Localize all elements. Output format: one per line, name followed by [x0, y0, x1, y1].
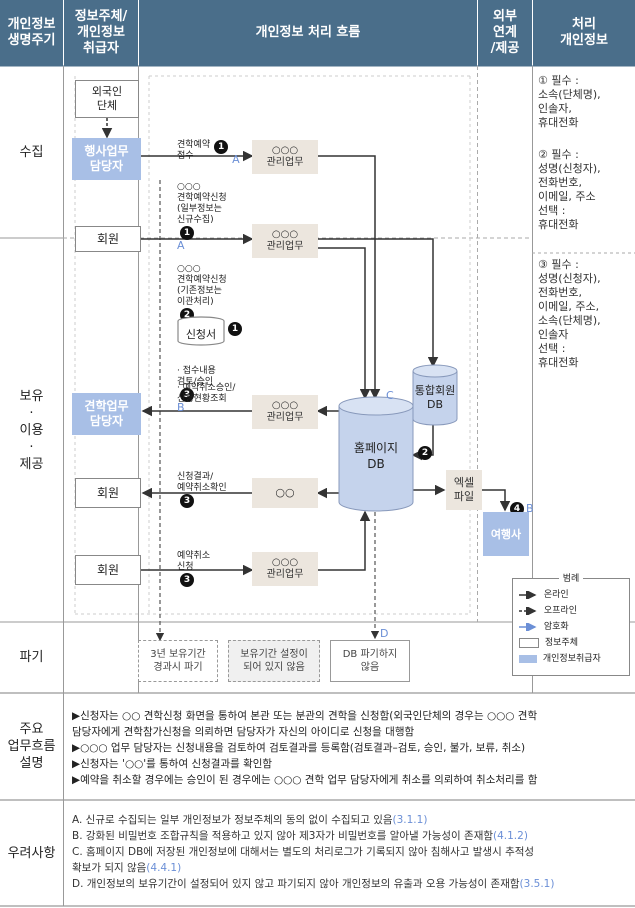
row-label-destroy: 파기	[19, 650, 44, 665]
destroy-box-3year: 3년 보유기간 경과시 파기	[138, 640, 218, 682]
actor-member-3: 회원	[75, 555, 141, 585]
header-lifecycle: 개인정보 생명주기	[0, 0, 63, 66]
row-label-main-flow: 주요 업무흐름 설명	[7, 722, 56, 771]
description-line-3: ▶신청자는 '○○'를 통하여 신청결과를 확인함	[72, 758, 273, 770]
marker-7: 3	[180, 573, 194, 587]
legend-offline: 오프라인	[519, 605, 577, 616]
marker-8: 2	[418, 446, 432, 460]
process-box-2: ○○○ 관리업무	[252, 224, 318, 258]
actor-admin-staff: 행사업무 담당자	[72, 138, 141, 180]
marker-1: 1	[214, 140, 229, 154]
integrated-member-db: 통합회원 DB	[412, 364, 458, 426]
row-label-collect: 수집	[19, 144, 44, 160]
letter-b-1: B	[177, 401, 185, 414]
process-box-5: ○○○ 관리업무	[252, 552, 318, 586]
concern-d: D. 개인정보의 보유기간이 설정되어 있지 않고 파기되지 않아 개인정보의 …	[72, 878, 555, 890]
note-review-approve: · 접수내용 검토/승인 3 B	[177, 366, 216, 414]
legend-encrypt: 암호화	[519, 621, 569, 632]
concern-c: C. 홈페이지 DB에 저장된 개인정보에 대해서는 별도의 처리로그가 기록되…	[72, 846, 535, 874]
actor-foreign-group: 외국인 단체	[75, 80, 139, 118]
letter-c: C	[386, 389, 394, 402]
note-new-collection: ○○○ 견학예약신청 (일부정보는 신규수집) 1 A	[177, 182, 227, 252]
info-group-3: ③ 필수 : 성명(신청자), 전화번호, 이메일, 주소, 소속(단체명), …	[538, 258, 601, 369]
concerns-list: A. 신규로 수집되는 일부 개인정보가 정보주체의 동의 없이 수집되고 있음…	[72, 812, 632, 892]
header-flow: 개인정보 처리 흐름	[139, 0, 477, 66]
marker-6: 3	[180, 494, 194, 508]
header-processed: 처리 개인정보	[533, 0, 635, 66]
destroy-box-no-period: 보유기간 설정이 되어 있지 않음	[228, 640, 320, 682]
actor-tour-staff: 견학업무 담당자	[72, 393, 141, 435]
description-line-2: ▶○○○ 업무 담당자는 신청내용을 검토하여 검토결과를 등록함(검토결과–검…	[72, 742, 526, 754]
marker-5: 3	[180, 388, 194, 402]
letter-a-1: A	[232, 153, 240, 166]
destroy-box-no-db: DB 파기하지 않음	[330, 640, 410, 682]
info-group-1: ① 필수 : 소속(단체명), 인솔자, 휴대전화	[538, 74, 601, 129]
description-line-4: ▶예약을 취소할 경우에는 승인이 된 경우에는 ○○○ 견학 업무 담당자에게…	[72, 774, 538, 786]
header-subject: 정보주체/ 개인정보 취급자	[64, 0, 138, 66]
marker-2: 1	[180, 226, 194, 240]
row-label-concerns: 우려사항	[7, 845, 56, 861]
homepage-db: 홈페이지 DB	[338, 396, 414, 512]
info-group-2: ② 필수 : 성명(신청자), 전화번호, 이메일, 주소 선택 : 휴대전화	[538, 148, 601, 231]
description-line-1: ▶신청자는 ○○ 견학신청 화면을 통하여 본관 또는 분관의 견학을 신청함(…	[72, 710, 538, 738]
note-tour-reservation: 견학예약 접수 1 A	[177, 140, 240, 166]
letter-d: D	[380, 627, 389, 640]
process-box-3: ○○○ 관리업무	[252, 395, 318, 429]
legend-online: 온라인	[519, 589, 569, 600]
legend-subject: 정보주체	[519, 635, 623, 651]
marker-4: 1	[228, 322, 242, 336]
actor-member-2: 회원	[75, 478, 141, 508]
travel-agency: 여행사	[483, 512, 529, 556]
note-cancel-approval: · 예약취소승인/ 신청현황조회	[177, 383, 236, 404]
legend: 범례 온라인 오프라인 암호화 정보주체 개인정보취급자	[512, 574, 630, 676]
letter-b-2: B	[526, 502, 534, 515]
application-form-store: 신청서	[176, 316, 226, 346]
concern-b: B. 강화된 비밀번호 조합규칙을 적용하고 있지 않아 제3자가 비밀번호를 …	[72, 830, 528, 842]
legend-title: 범례	[558, 574, 584, 584]
process-box-4: ○○	[252, 478, 318, 508]
legend-handler: 개인정보취급자	[519, 651, 623, 667]
process-box-1: ○○○ 관리업무	[252, 140, 318, 174]
header-external: 외부 연계 /제공	[478, 0, 532, 66]
note-cancel-request: 예약취소 신청 3	[177, 540, 210, 587]
main-flow-description: ▶신청자는 ○○ 견학신청 화면을 통하여 본관 또는 분관의 견학을 신청함(…	[72, 708, 632, 788]
actor-member-1: 회원	[75, 226, 141, 252]
note-transfer: ○○○ 견학예약신청 (기존정보는 이관처리) 2	[177, 253, 227, 322]
note-result-check: 신청결과/ 예약취소확인 3	[177, 461, 227, 508]
concern-a: A. 신규로 수집되는 일부 개인정보가 정보주체의 동의 없이 수집되고 있음…	[72, 814, 428, 826]
row-label-retain: 보유 · 이용 · 제공	[19, 388, 44, 472]
excel-file: 엑셀 파일	[446, 470, 482, 510]
letter-a-2: A	[177, 239, 185, 252]
